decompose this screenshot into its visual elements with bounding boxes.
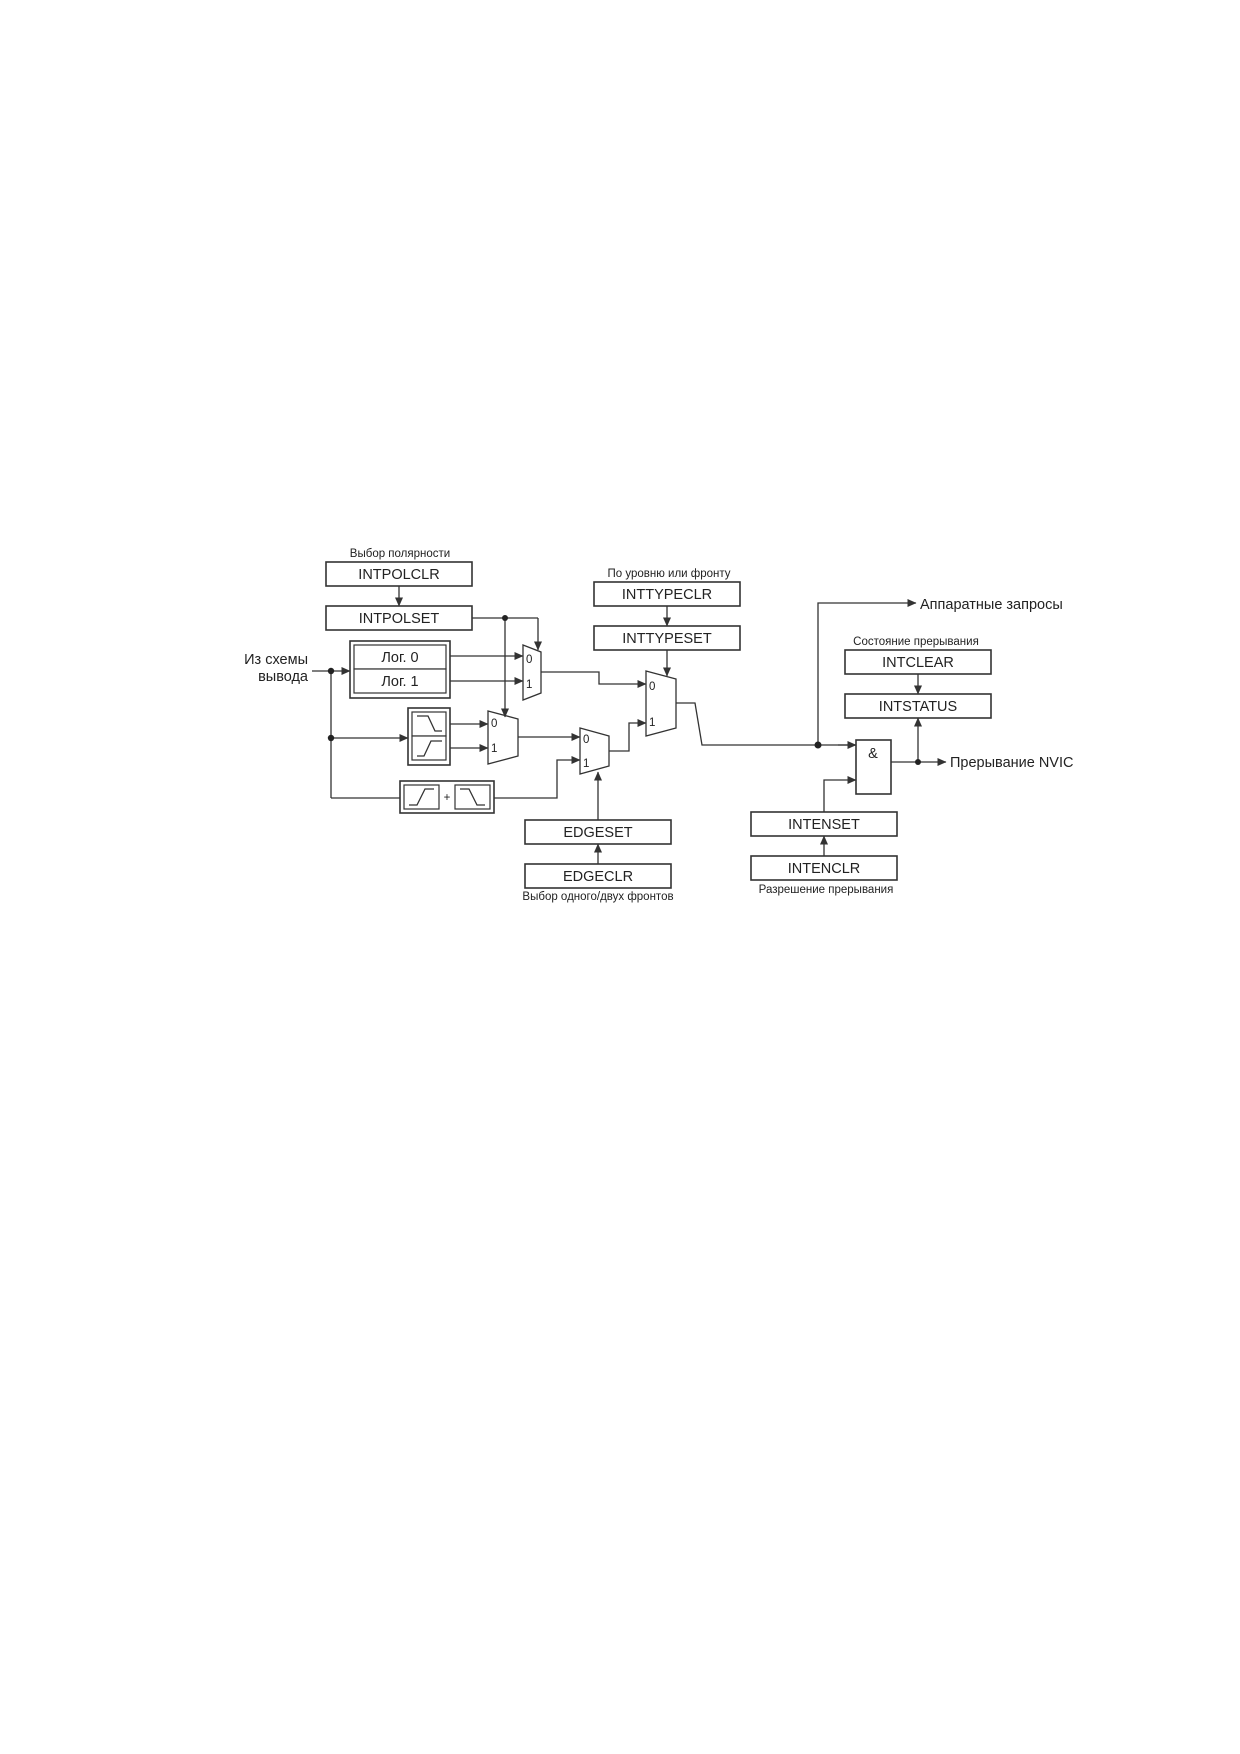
intclear-label: INTCLEAR — [882, 655, 954, 671]
input-signal-label-line2: вывода — [258, 669, 309, 685]
and-gate-symbol: & — [868, 746, 878, 762]
intenclr-label: INTENCLR — [788, 861, 861, 877]
falling-edge-icon — [460, 788, 485, 806]
level-log1-label: Лог. 1 — [381, 674, 418, 690]
plus-sign: + — [444, 792, 451, 804]
intclear-register: INTCLEAR — [844, 649, 992, 675]
intpolset-label: INTPOLSET — [359, 611, 440, 627]
wires — [312, 586, 947, 864]
edge-detector-block — [407, 707, 451, 766]
edgeclr-register: EDGECLR — [524, 863, 672, 889]
intstatus-label: INTSTATUS — [879, 699, 957, 715]
rising-edge-icon — [417, 740, 442, 757]
edge-polarity-mux: 0 1 — [487, 710, 519, 765]
falling-edge-icon — [417, 715, 442, 732]
mux-input-0-label: 0 — [491, 718, 497, 730]
edge-count-mux: 0 1 — [579, 727, 610, 775]
level-selector-block: Лог. 0 Лог. 1 — [349, 640, 451, 699]
polarity-mux: 0 1 — [522, 644, 542, 701]
intenset-label: INTENSET — [788, 817, 860, 833]
caption-type: По уровню или фронту — [607, 568, 730, 580]
edgeclr-label: EDGECLR — [563, 869, 633, 885]
type-mux: 0 1 — [645, 670, 677, 737]
mux-input-1-label: 1 — [491, 743, 497, 755]
mux-input-0-label: 0 — [649, 681, 655, 693]
caption-polarity: Выбор полярности — [350, 548, 450, 560]
edgeset-register: EDGESET — [524, 819, 672, 845]
mux-input-1-label: 1 — [583, 758, 589, 770]
rising-edge-icon — [409, 788, 434, 806]
intpolset-register: INTPOLSET — [325, 605, 473, 631]
intstatus-register: INTSTATUS — [844, 693, 992, 719]
hw-requests-label: Аппаратные запросы — [920, 597, 1063, 613]
inttypeset-label: INTTYPESET — [622, 631, 712, 647]
both-edges-block: + — [399, 780, 495, 814]
intpolclr-label: INTPOLCLR — [358, 567, 439, 583]
intenclr-register: INTENCLR — [750, 855, 898, 881]
input-signal-label-line1: Из схемы — [244, 652, 308, 668]
inttypeset-register: INTTYPESET — [593, 625, 741, 651]
caption-edges: Выбор одного/двух фронтов — [522, 891, 673, 903]
inttypeclr-label: INTTYPECLR — [622, 587, 712, 603]
edgeset-label: EDGESET — [563, 825, 632, 841]
caption-enable: Разрешение прерывания — [759, 884, 894, 896]
and-gate: & — [855, 739, 892, 795]
mux-input-1-label: 1 — [526, 679, 532, 691]
mux-input-1-label: 1 — [649, 717, 655, 729]
mux-input-0-label: 0 — [583, 734, 589, 746]
mux-input-0-label: 0 — [526, 654, 532, 666]
level-log0-label: Лог. 0 — [381, 650, 418, 666]
caption-status: Состояние прерывания — [853, 636, 979, 648]
intenset-register: INTENSET — [750, 811, 898, 837]
intpolclr-register: INTPOLCLR — [325, 561, 473, 587]
nvic-interrupt-label: Прерывание NVIC — [950, 755, 1073, 771]
inttypeclr-register: INTTYPECLR — [593, 581, 741, 607]
junctions — [327, 615, 921, 765]
